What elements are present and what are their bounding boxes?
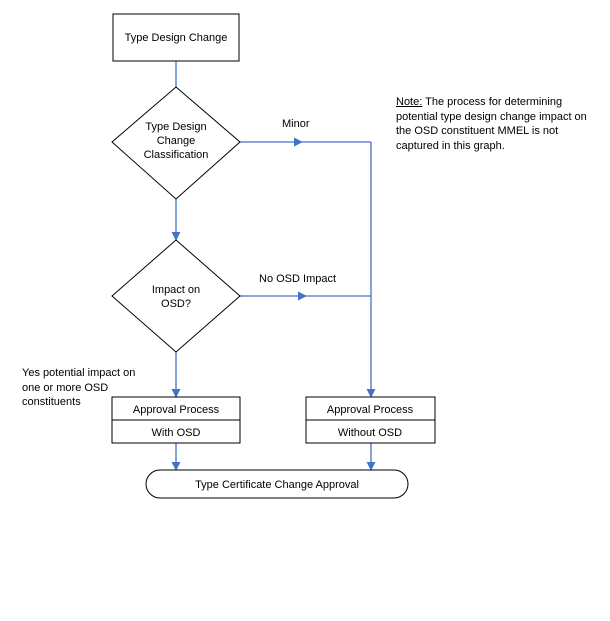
impact-label-1: Impact on: [152, 284, 200, 296]
node-type-design-change: Type Design Change: [112, 13, 240, 62]
impact-label-2: OSD?: [161, 298, 191, 310]
note-body: The process for determining potential ty…: [396, 96, 587, 152]
approval-without-sub: Without OSD: [338, 427, 402, 439]
node-approval-without-osd: Approval Process Without OSD: [305, 396, 436, 444]
classification-label-1: Type Design: [145, 121, 206, 133]
edge-label-yes-impact: Yes potential impact on one or more OSD …: [22, 367, 136, 408]
note-label: Note:: [396, 96, 423, 108]
final-label: Type Certificate Change Approval: [195, 479, 359, 491]
note-text: Note: The process for determining potent…: [396, 95, 596, 153]
node-classification: Type Design Change Classification: [111, 86, 241, 200]
node-impact-on-osd: Impact on OSD?: [111, 239, 241, 353]
approval-with-title: Approval Process: [133, 404, 220, 416]
node-type-design-change-label: Type Design Change: [125, 32, 228, 44]
node-type-certificate-change-approval: Type Certificate Change Approval: [145, 469, 409, 499]
edge-label-minor: Minor: [282, 118, 310, 130]
node-approval-with-osd: Approval Process With OSD: [111, 396, 241, 444]
connectors: [171, 61, 376, 471]
classification-label-3: Classification: [144, 149, 209, 161]
approval-with-sub: With OSD: [152, 427, 201, 439]
classification-label-2: Change: [157, 135, 196, 147]
approval-without-title: Approval Process: [327, 404, 414, 416]
edge-label-no-osd-impact: No OSD Impact: [259, 273, 337, 285]
